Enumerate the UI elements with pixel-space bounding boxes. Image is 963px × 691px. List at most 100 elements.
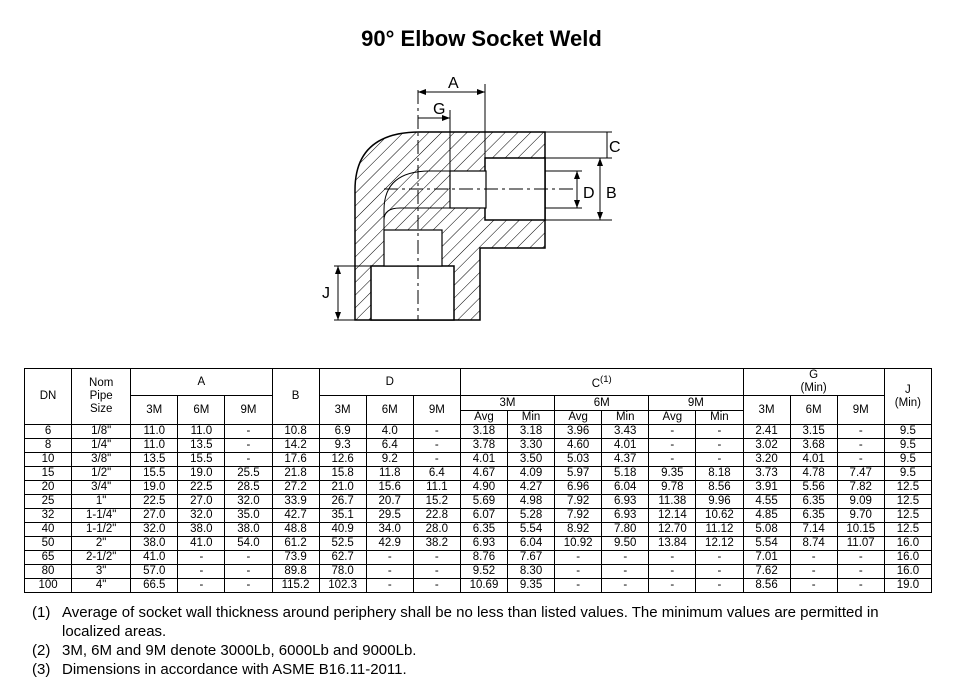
- table-cell: 13.5: [130, 452, 179, 467]
- table-cell: 38.2: [412, 536, 461, 551]
- table-cell: 9.52: [459, 564, 509, 579]
- header-a: A: [130, 368, 273, 396]
- table-cell: 7.47: [836, 466, 885, 481]
- table-cell: 6.96: [554, 480, 603, 495]
- header-nom-pipe-size: Nom Pipe Size: [71, 368, 132, 425]
- table-cell: 2.41: [742, 424, 791, 439]
- table-cell: 28.5: [224, 480, 273, 495]
- table-cell: 11.12: [695, 522, 744, 537]
- table-cell: 115.2: [271, 578, 320, 593]
- table-cell: 4.01: [601, 438, 650, 453]
- table-cell: 20.7: [365, 494, 414, 509]
- table-cell: 41.0: [177, 536, 226, 551]
- table-cell: 11.07: [836, 536, 885, 551]
- table-cell: 57.0: [130, 564, 179, 579]
- table-cell: -: [554, 550, 603, 565]
- table-cell: 6.9: [318, 424, 367, 439]
- table-cell: 12.5: [883, 508, 933, 523]
- table-cell: 32.0: [224, 494, 273, 509]
- table-cell: 19.0: [883, 578, 933, 593]
- table-cell: -: [365, 578, 414, 593]
- header-c-3m: 3M: [459, 395, 556, 411]
- table-cell: -: [648, 452, 697, 467]
- footnote-2: (2) 3M, 6M and 9M denote 3000Lb, 6000Lb …: [32, 641, 932, 660]
- table-cell: 27.0: [130, 508, 179, 523]
- table-cell: 35.1: [318, 508, 367, 523]
- table-cell: 6.04: [601, 480, 650, 495]
- table-cell: 19.0: [177, 466, 226, 481]
- table-cell: 32.0: [130, 522, 179, 537]
- header-a-9m: 9M: [224, 395, 273, 425]
- table-cell: 20: [23, 480, 73, 495]
- table-cell: 29.5: [365, 508, 414, 523]
- table-cell: 19.0: [130, 480, 179, 495]
- table-cell: -: [224, 452, 273, 467]
- table-cell: 1-1/4": [71, 508, 132, 523]
- table-cell: 38.0: [130, 536, 179, 551]
- table-cell: 40.9: [318, 522, 367, 537]
- table-cell: 6.4: [412, 466, 461, 481]
- header-c: C(1): [459, 368, 744, 396]
- table-cell: -: [554, 578, 603, 593]
- table-cell: 11.8: [365, 466, 414, 481]
- table-cell: 9.96: [695, 494, 744, 509]
- table-cell: 8: [23, 438, 73, 453]
- table-cell: -: [695, 564, 744, 579]
- table-cell: 26.7: [318, 494, 367, 509]
- table-cell: 4.55: [742, 494, 791, 509]
- table-cell: -: [695, 438, 744, 453]
- table-cell: 15.6: [365, 480, 414, 495]
- table-cell: -: [224, 578, 273, 593]
- header-size: Size: [89, 403, 113, 415]
- table-cell: 61.2: [271, 536, 320, 551]
- table-cell: 4.98: [506, 494, 556, 509]
- header-a-6m: 6M: [177, 395, 226, 425]
- table-cell: 7.62: [742, 564, 791, 579]
- header-j-min: (Min): [894, 396, 921, 409]
- header-b: B: [271, 368, 320, 425]
- dim-label-j: J: [322, 285, 330, 302]
- table-cell: -: [648, 578, 697, 593]
- header-g-3m: 3M: [742, 395, 791, 425]
- table-cell: 3.02: [742, 438, 791, 453]
- header-dn: DN: [23, 368, 73, 425]
- table-cell: 35.0: [224, 508, 273, 523]
- table-cell: 9.2: [365, 452, 414, 467]
- table-cell: 6.4: [365, 438, 414, 453]
- table-cell: 89.8: [271, 564, 320, 579]
- table-cell: 2": [71, 536, 132, 551]
- table-cell: 15.2: [412, 494, 461, 509]
- table-cell: 5.54: [742, 536, 791, 551]
- table-cell: 9.5: [883, 424, 933, 439]
- table-cell: 11.0: [177, 424, 226, 439]
- header-nom: Nom: [89, 377, 114, 389]
- dimensions-table: DN Nom Pipe Size A B D C(1) G (Min) J (M…: [23, 368, 933, 593]
- table-cell: 6.04: [506, 536, 556, 551]
- table-cell: 32: [23, 508, 73, 523]
- table-cell: 3/8": [71, 452, 132, 467]
- table-cell: 4.37: [601, 452, 650, 467]
- table-cell: 3.30: [506, 438, 556, 453]
- table-cell: 41.0: [130, 550, 179, 565]
- table-cell: 25: [23, 494, 73, 509]
- header-c-3m-avg: Avg: [459, 410, 509, 425]
- table-cell: 4.67: [459, 466, 509, 481]
- table-cell: 73.9: [271, 550, 320, 565]
- table-cell: -: [601, 550, 650, 565]
- table-cell: -: [836, 424, 885, 439]
- table-cell: 9.35: [648, 466, 697, 481]
- table-cell: 8.74: [789, 536, 838, 551]
- table-cell: 11.0: [130, 438, 179, 453]
- table-cell: -: [177, 550, 226, 565]
- header-j: J (Min): [883, 368, 933, 425]
- table-cell: 8.56: [742, 578, 791, 593]
- table-cell: 34.0: [365, 522, 414, 537]
- table-cell: 9.35: [506, 578, 556, 593]
- footnote-text: Average of socket wall thickness around …: [62, 604, 879, 640]
- table-cell: 6.93: [601, 494, 650, 509]
- table-cell: 3.96: [554, 424, 603, 439]
- table-cell: 7.92: [554, 508, 603, 523]
